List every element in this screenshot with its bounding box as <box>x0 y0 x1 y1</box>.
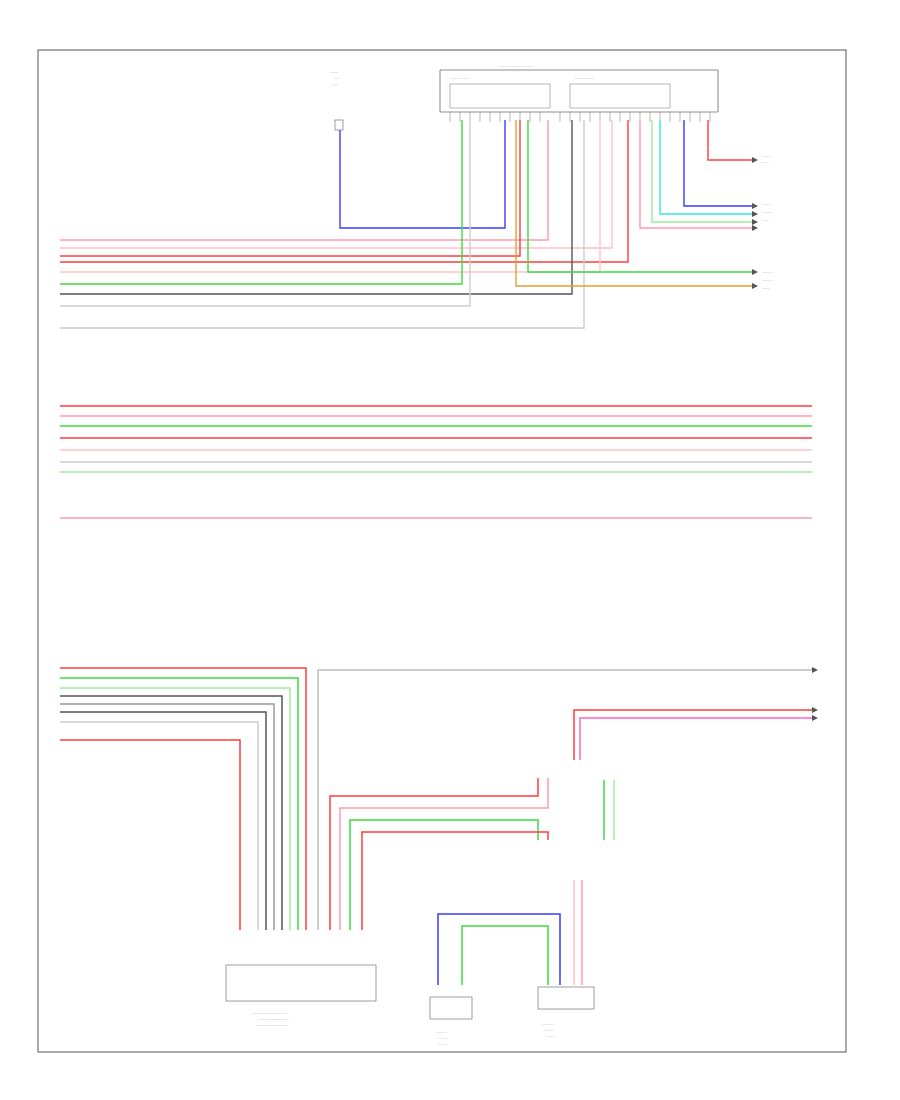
svg-text:··········: ·········· <box>436 1031 447 1035</box>
top-right-labels: ········· ······· ········· ·········· ·… <box>762 155 773 291</box>
svg-text:··········: ·········· <box>762 279 773 283</box>
bottom-module: ································ ·······… <box>225 964 377 1028</box>
top-right-arrows <box>752 157 758 289</box>
svg-text:·······: ······· <box>762 161 769 165</box>
top-harness-connector: ········ ······ ······· <box>330 71 344 131</box>
svg-text:········: ········ <box>330 71 339 75</box>
diagram-frame <box>37 49 847 1053</box>
svg-text:·······: ······· <box>762 219 769 223</box>
svg-text:··················: ·················· <box>575 77 594 81</box>
svg-text:··········: ·········· <box>762 271 773 275</box>
svg-text:·········: ········· <box>438 1037 448 1041</box>
svg-text:······························: ······························ <box>256 1024 288 1028</box>
svg-text:······························: ································ <box>252 1012 286 1016</box>
svg-text:··········: ·········· <box>762 211 773 215</box>
svg-text:··········: ·········· <box>544 1029 555 1033</box>
svg-text:······························: ······························ <box>500 65 532 69</box>
svg-text:·········: ········· <box>762 155 772 159</box>
top-wiring <box>60 120 752 329</box>
svg-text:······: ······ <box>334 77 340 81</box>
svg-text:·······: ······· <box>332 83 339 87</box>
control-module-top: ······························ ·········… <box>439 65 719 122</box>
svg-text:···········: ··········· <box>542 1023 554 1027</box>
svg-text:·········: ········· <box>546 1035 556 1039</box>
svg-text:·········: ········· <box>762 203 772 207</box>
svg-text:········: ········ <box>762 287 771 291</box>
svg-text:··················: ·················· <box>450 77 469 81</box>
bottom-right-arrows <box>812 667 818 721</box>
small-module-left: ·········· ········· ········ <box>429 996 473 1047</box>
svg-text:·····························: ····························· <box>258 1018 289 1022</box>
bottom-wiring <box>60 667 812 985</box>
small-module-right: ··········· ·········· ········· <box>537 986 595 1039</box>
svg-text:········: ········ <box>438 1043 447 1047</box>
middle-wire-bundle <box>60 405 812 519</box>
